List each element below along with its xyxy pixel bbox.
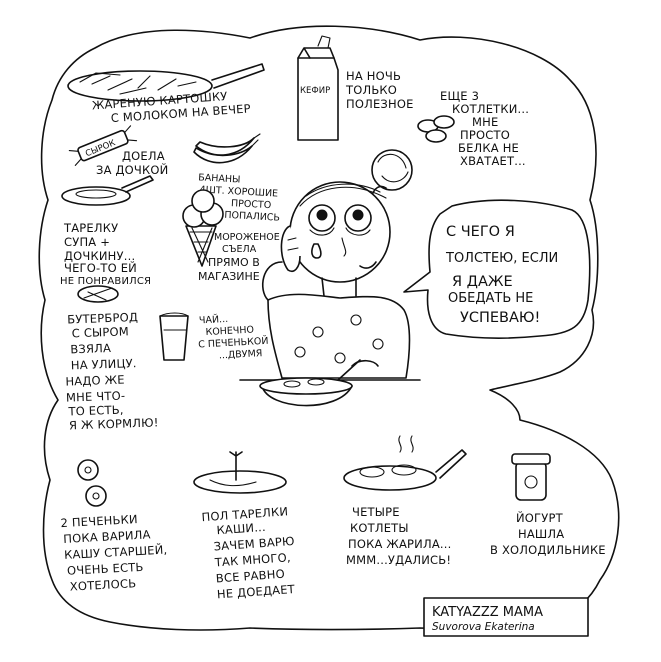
item-caption: ЙОГУРТ НАШЛА В ХОЛОДИЛЬНИКЕ — [490, 510, 606, 557]
item-caption: БАНАНЫ 4ШТ. ХОРОШИЕ ПРОСТО ПОПАЛИСЬ — [196, 172, 282, 223]
item-caption: 2 ПЕЧЕНЬКИ ПОКА ВАРИЛА КАШУ СТАРШЕЙ, ОЧЕ… — [60, 510, 173, 594]
woman-character — [261, 149, 413, 381]
sandwich-icon — [77, 285, 119, 303]
svg-text:Suvorova Ekaterina: Suvorova Ekaterina — [432, 621, 535, 633]
soup-plate-icon — [61, 175, 154, 206]
ice-cream-icon — [182, 189, 224, 267]
item-caption: ДОЕЛА ЗА ДОЧКОЙ — [96, 149, 169, 177]
svg-text:С ЧЕГО Я ТОЛСТЕЮ, ЕСЛИ: С ЧЕГО Я ТОЛСТЕЮ, ЕСЛИ Я ДАЖЕ ОБЕДАТЬ НЕ… — [445, 224, 563, 326]
signature: KATYAZZZ MAMA Suvorova Ekaterina — [423, 597, 589, 637]
svg-text:KATYAZZZ MAMA: KATYAZZZ MAMA — [432, 605, 543, 620]
item-caption: ЧАЙ... КОНЕЧНО С ПЕЧЕНЬКОЙ ...ДВУМЯ — [197, 311, 273, 363]
yogurt-jar-icon — [511, 453, 551, 501]
item-caption: ПОЛ ТАРЕЛКИ КАШИ... ЗАЧЕМ ВАРЮ ТАК МНОГО… — [201, 504, 302, 602]
item-caption: ЕЩЕ 3 КОТЛЕТКИ... МНЕ ПРОСТО БЕЛКА НЕ ХВ… — [440, 89, 533, 168]
porridge-bowl-icon — [259, 377, 353, 407]
tea-glass-icon — [159, 312, 189, 361]
bananas-icon — [193, 133, 261, 164]
item-caption: МОРОЖЕНОЕ СЪЕЛА ПРЯМО В МАГАЗИНЕ — [198, 232, 283, 283]
cookies-icon — [77, 459, 107, 507]
item-caption: НА НОЧЬ ТОЛЬКО ПОЛЕЗНОЕ — [345, 69, 414, 111]
porridge-plate-icon — [193, 451, 287, 494]
pan-cutlets-icon — [343, 435, 467, 491]
item-caption: БУТЕРБРОД С СЫРОМ ВЗЯЛА НА УЛИЦУ. НАДО Ж… — [63, 309, 159, 432]
item-caption: ТАРЕЛКУ СУПА + ДОЧКИНУ... ЧЕГО-ТО ЕЙ НЕ … — [60, 221, 151, 287]
svg-text:КЕФИР: КЕФИР — [300, 86, 330, 96]
item-caption: ЧЕТЫРЕ КОТЛЕТЫ ПОКА ЖАРИЛА... МММ...УДАЛ… — [346, 505, 455, 567]
frying-pan-potatoes-icon — [67, 63, 265, 102]
cutlets-icon — [417, 115, 455, 143]
kefir-carton-icon: КЕФИР — [297, 35, 339, 141]
speech-bubble: С ЧЕГО Я ТОЛСТЕЮ, ЕСЛИ Я ДАЖЕ ОБЕДАТЬ НЕ… — [403, 199, 591, 339]
